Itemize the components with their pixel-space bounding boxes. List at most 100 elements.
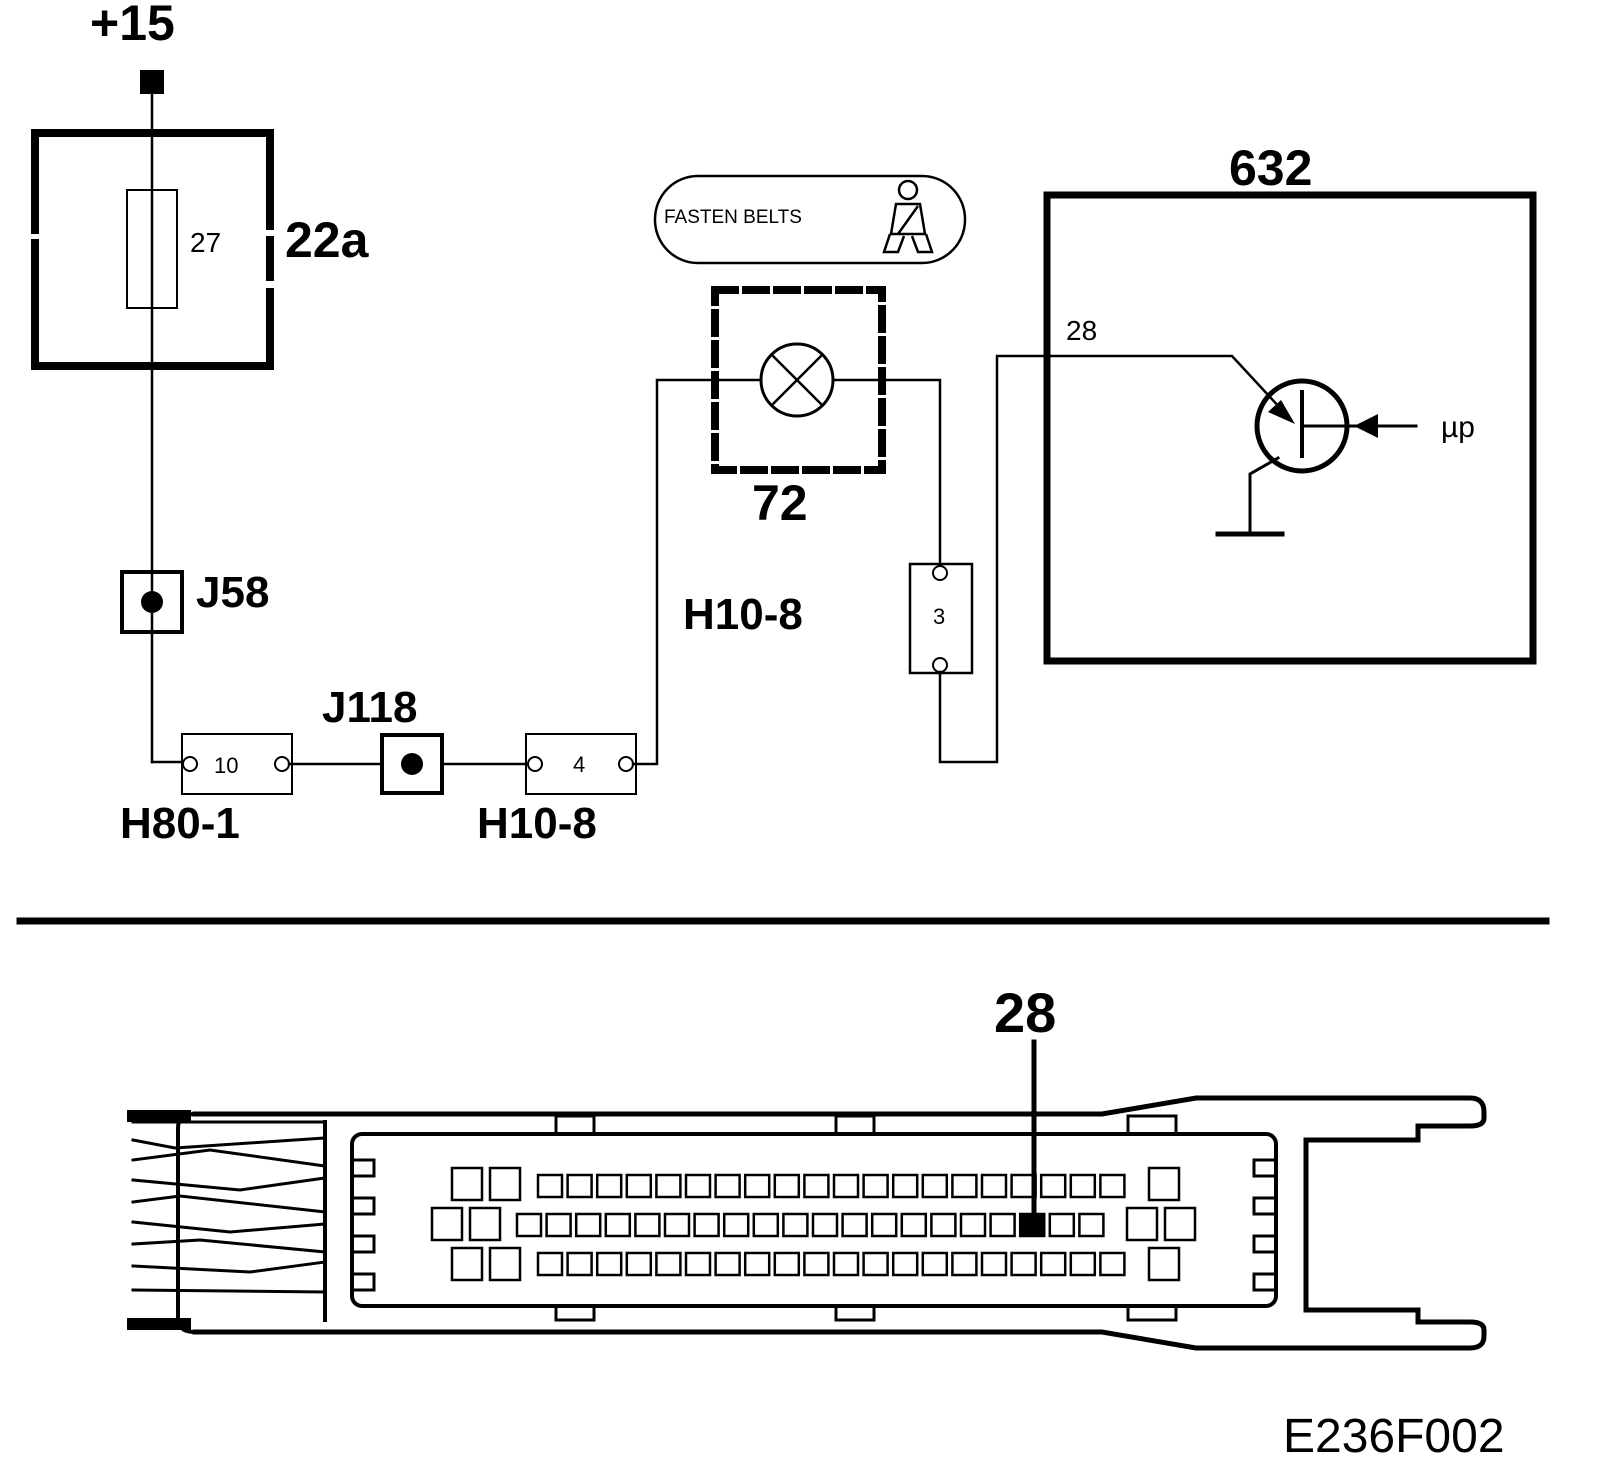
- connector-pin: [1010, 1251, 1037, 1277]
- h10-8-upper-pin-top: [932, 565, 948, 581]
- connector-pin: [752, 1212, 780, 1238]
- lamp-label: 72: [752, 475, 808, 531]
- connector-pin: [684, 1173, 712, 1199]
- connector-pin: [714, 1173, 741, 1199]
- connector-pin: [515, 1212, 543, 1238]
- connector-large-pin: [468, 1206, 502, 1242]
- wire-h10-lamp: [631, 378, 764, 766]
- connector-large-pin: [488, 1166, 522, 1202]
- connector-pin: [1099, 1251, 1126, 1277]
- transistor-input-arrow: [1354, 414, 1378, 438]
- transistor-collector: [1248, 455, 1281, 536]
- h10-8-upper-pin-label: 3: [933, 604, 945, 629]
- connector-pin: [1048, 1212, 1076, 1238]
- ecu-label: 632: [1229, 140, 1312, 196]
- connector-pin: [870, 1212, 898, 1238]
- supply-label: +15: [90, 0, 175, 51]
- connector-pin: [989, 1212, 1016, 1238]
- ecu-pin-label: 28: [1066, 315, 1097, 346]
- connector-pin: [604, 1212, 632, 1238]
- housing-tooth: [1252, 1158, 1278, 1178]
- connector-pin: [566, 1251, 593, 1277]
- connector-pin: [980, 1173, 1008, 1199]
- figure-code: E236F002: [1283, 1410, 1505, 1463]
- connector-large-pin: [1147, 1166, 1181, 1202]
- connector-pin-grid: [430, 1166, 1197, 1282]
- cable-stubs: [127, 1110, 191, 1330]
- connector-pin: [1039, 1251, 1067, 1277]
- connector-pin: [625, 1173, 653, 1199]
- connector-large-pin: [450, 1246, 484, 1282]
- connector-pin: [891, 1173, 919, 1199]
- connector-pin: [595, 1173, 623, 1199]
- connector-pin: [773, 1251, 801, 1277]
- connector-large-pin: [450, 1166, 484, 1202]
- ecu-632: [1043, 191, 1537, 665]
- j118-label: J118: [322, 683, 417, 732]
- wire-lamp-h10-upper: [831, 378, 942, 567]
- connector-pin: [782, 1212, 809, 1238]
- connector-pin: [574, 1212, 602, 1238]
- connector-large-pin: [1147, 1246, 1181, 1282]
- connector-pin: [862, 1251, 889, 1277]
- connector-pin: [803, 1173, 830, 1199]
- connector-housing: [350, 1132, 1278, 1308]
- cable-bundle: [131, 1120, 327, 1322]
- connector-large-pin: [1163, 1206, 1197, 1242]
- connector-pin: [545, 1212, 572, 1238]
- housing-tooth: [350, 1234, 376, 1254]
- connector-pin: [634, 1212, 661, 1238]
- connector-pin: [841, 1212, 868, 1238]
- connector-pin: [1069, 1173, 1097, 1199]
- h80-1-pin-left: [182, 756, 198, 772]
- connector-pin: [921, 1251, 949, 1277]
- connector-pin: [1078, 1212, 1105, 1238]
- connector-large-pin: [430, 1206, 464, 1242]
- connector-pin: [930, 1212, 957, 1238]
- connector-pin: [1099, 1173, 1126, 1199]
- connector-pin: [832, 1173, 860, 1199]
- connector-pin: [832, 1251, 860, 1277]
- connector-pin: [959, 1212, 987, 1238]
- connector-pin: [951, 1173, 978, 1199]
- connector-pin: [1069, 1251, 1097, 1277]
- connector-pin: [1039, 1173, 1067, 1199]
- connector-pin: [722, 1212, 750, 1238]
- connector-pin: [655, 1251, 682, 1277]
- housing-tooth: [1252, 1196, 1278, 1216]
- housing-tooth: [350, 1272, 376, 1292]
- h10-8-upper-pin-bottom: [932, 657, 948, 673]
- housing-side-teeth: [350, 1158, 1278, 1292]
- connector-pin: [566, 1173, 593, 1199]
- connector-pin-28: [1018, 1212, 1046, 1238]
- fasten-belts-text: FASTEN BELTS: [664, 207, 802, 228]
- h10-8-upper-label: H10-8: [683, 590, 803, 639]
- pin-28-callout-label: 28: [994, 981, 1056, 1044]
- h80-1-label: H80-1: [120, 799, 240, 848]
- h10-8-lower-label: H10-8: [477, 799, 597, 848]
- connector-pin: [773, 1173, 801, 1199]
- h80-1-pin-right: [274, 756, 290, 772]
- connector-pin: [743, 1251, 771, 1277]
- fuse-box-label: 22a: [285, 212, 370, 268]
- junction-j58-dot: [141, 591, 163, 613]
- lamp-cross-b: [770, 353, 824, 407]
- connector-pin: [536, 1173, 564, 1199]
- ecu-input-label: µp: [1441, 411, 1475, 444]
- transistor-emitter-arrow: [1268, 400, 1295, 424]
- connector-pin: [951, 1251, 978, 1277]
- connector-pin: [663, 1212, 691, 1238]
- connector-pin: [684, 1251, 712, 1277]
- housing-tooth: [350, 1196, 376, 1216]
- connector-pin: [980, 1251, 1008, 1277]
- seatbelt-person-icon: [882, 179, 934, 254]
- wire-h10-ecu: [938, 354, 1284, 764]
- connector-pin: [655, 1173, 682, 1199]
- junction-j118-dot: [401, 753, 423, 775]
- connector-pin: [743, 1173, 771, 1199]
- fuse-number-label: 27: [190, 227, 221, 258]
- connector-pin: [803, 1251, 830, 1277]
- connector-large-pin: [488, 1246, 522, 1282]
- connector-pin: [714, 1251, 741, 1277]
